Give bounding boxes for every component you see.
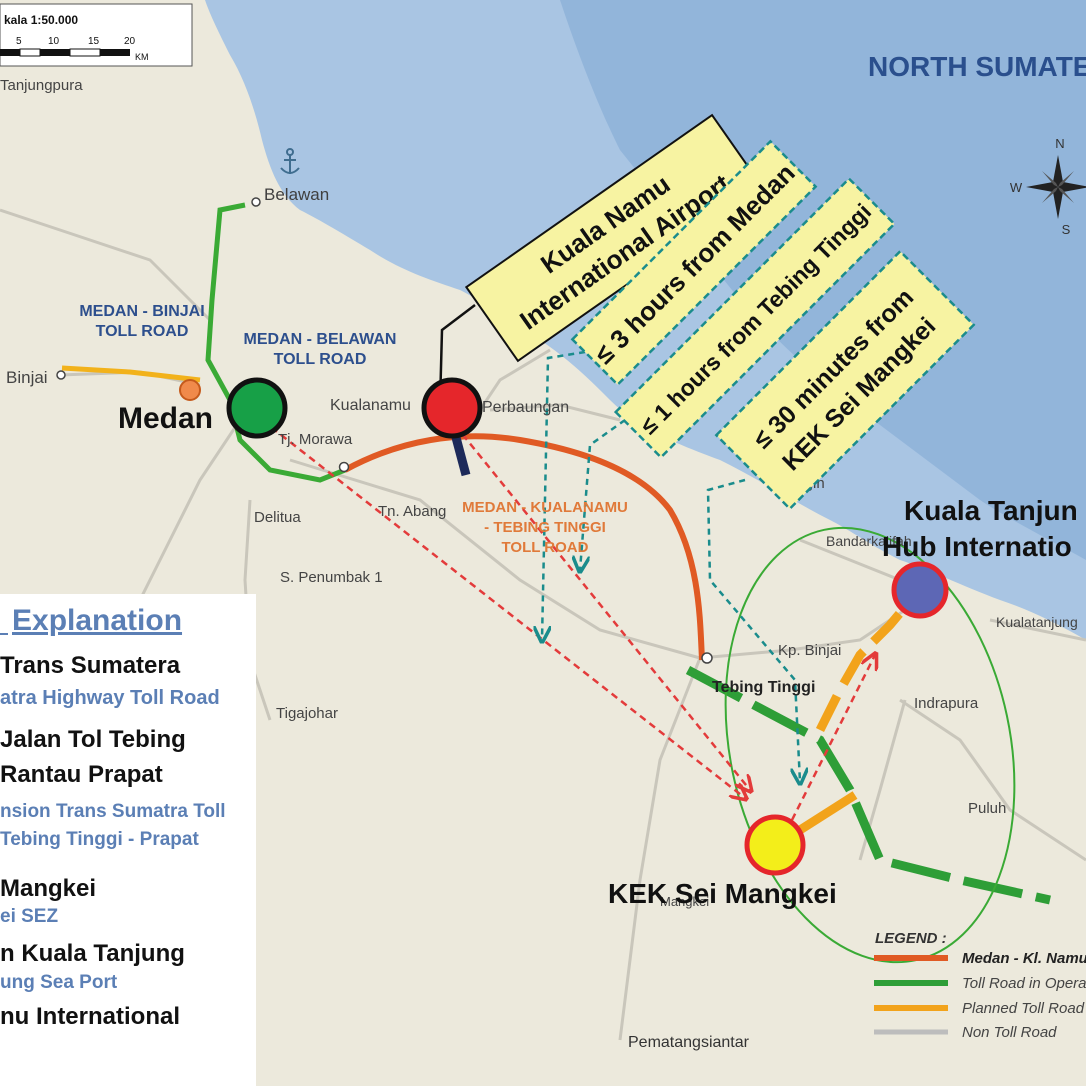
place-tanjungpura: Tanjungpura [0, 77, 83, 94]
sea-label: NORTH SUMATER [868, 51, 1086, 82]
legend-item-3: Planned Toll Road [962, 1000, 1085, 1017]
arrow-airport-kek [454, 424, 750, 790]
hub-label-kek: KEK Sei Mangkei [608, 878, 837, 909]
legend-title: LEGEND : [875, 930, 947, 947]
explanation-panel: Explanation Trans Sumatera atra Highway … [0, 594, 256, 1086]
explanation-line-5: nsion Trans Sumatra Toll [0, 801, 226, 822]
place-belawan: Belawan [264, 185, 329, 204]
explanation-line-9: n Kuala Tanjung [0, 940, 185, 967]
place-kpbinjai: Kp. Binjai [778, 642, 841, 659]
medan-city-dot [179, 379, 201, 401]
connector-tebing-time [580, 418, 626, 570]
toll-road-medan-kualanamu [343, 433, 705, 661]
scale-tick-20: 20 [124, 36, 136, 47]
place-kualatanjung: Kualatanjung [996, 614, 1078, 630]
hub-label-medan: Medan [118, 402, 213, 435]
compass-w: W [1010, 180, 1023, 195]
explanation-line-2: atra Highway Toll Road [0, 687, 220, 709]
toll-road-medan-binjai [61, 365, 201, 383]
place-binjai: Binjai [6, 368, 48, 387]
place-tnabang: Tn. Abang [378, 503, 446, 520]
place-mangkei-small: Mangkei [660, 894, 709, 909]
medan-hub-marker [226, 377, 288, 439]
connector-kek-time [706, 478, 800, 782]
road-label-belawan-2: TOLL ROAD [274, 351, 367, 368]
legend: LEGEND : Medan - Kl. Namu Toll Road in O… [874, 930, 1086, 1041]
explanation-title: Explanation [12, 604, 182, 637]
place-kualanamu: Kualanamu [330, 397, 411, 414]
airport-hub-marker [421, 377, 483, 439]
place-perbaungan: Perbaungan [482, 399, 569, 416]
place-delitua: Delitua [254, 509, 301, 526]
explanation-line-1: Trans Sumatera [0, 652, 181, 679]
place-puluh: Puluh [968, 800, 1006, 817]
place-tigajohar: Tigajohar [276, 705, 338, 722]
anchor-icon [280, 148, 300, 174]
explanation-line-6: Tebing Tinggi - Prapat [0, 829, 199, 850]
arrow-medan-kek [261, 419, 745, 798]
connector-medan-time [542, 350, 586, 640]
road-label-binjai-1: MEDAN - BINJAI [79, 303, 204, 320]
kek-hub-marker [744, 814, 806, 876]
planned-road-kek-a [797, 791, 858, 834]
road-label-binjai-2: TOLL ROAD [96, 323, 189, 340]
scale-label: kala 1:50.000 [4, 13, 78, 27]
scale-tick-5: 5 [16, 36, 22, 47]
road-label-kualanamu-2: - TEBING TINGGI [484, 519, 606, 536]
road-label-belawan-1: MEDAN - BELAWAN [244, 331, 397, 348]
hub-label-kuala-1: Kuala Tanjun [904, 495, 1078, 526]
place-tebingtinggi: Tebing Tinggi [712, 679, 815, 696]
road-label-kualanamu-1: MEDAN - KUALANAMU [462, 499, 628, 516]
kuala-tanjung-hub-marker [891, 561, 949, 619]
place-pematangsiantar: Pematangsiantar [628, 1034, 750, 1051]
compass-s: S [1062, 222, 1071, 237]
hub-label-kuala-2: Hub Internatio [882, 531, 1072, 562]
compass-n: N [1055, 136, 1064, 151]
planned-road-kek-kuala [815, 592, 919, 733]
place-penumbak: S. Penumbak 1 [280, 569, 383, 586]
explanation-line-11: nu International [0, 1003, 180, 1030]
legend-item-4: Non Toll Road [962, 1024, 1057, 1041]
place-morawa: Tj. Morawa [278, 431, 353, 448]
scale-tick-15: 15 [88, 36, 100, 47]
scale-tick-10: 10 [48, 36, 60, 47]
compass-icon [1026, 155, 1086, 219]
scale-unit: KM [135, 52, 149, 62]
explanation-line-3: Jalan Tol Tebing [0, 726, 186, 753]
place-indrapura: Indrapura [914, 695, 979, 712]
explanation-line-8: ei SEZ [0, 906, 58, 927]
legend-item-1: Medan - Kl. Namu [962, 950, 1086, 967]
town-dots [56, 197, 713, 664]
scale-bar: kala 1:50.000 5 10 15 20 KM [0, 3, 193, 67]
road-label-kualanamu-3: TOLL ROAD [502, 539, 589, 556]
legend-item-2: Toll Road in Opera [962, 975, 1086, 992]
explanation-line-10: ung Sea Port [0, 972, 118, 993]
place-bandarkalifah: Bandarkalifah [826, 533, 912, 549]
explanation-line-4: Rantau Prapat [0, 761, 163, 788]
explanation-line-7: Mangkei [0, 875, 96, 902]
arrow-kek-kuala [790, 655, 875, 821]
